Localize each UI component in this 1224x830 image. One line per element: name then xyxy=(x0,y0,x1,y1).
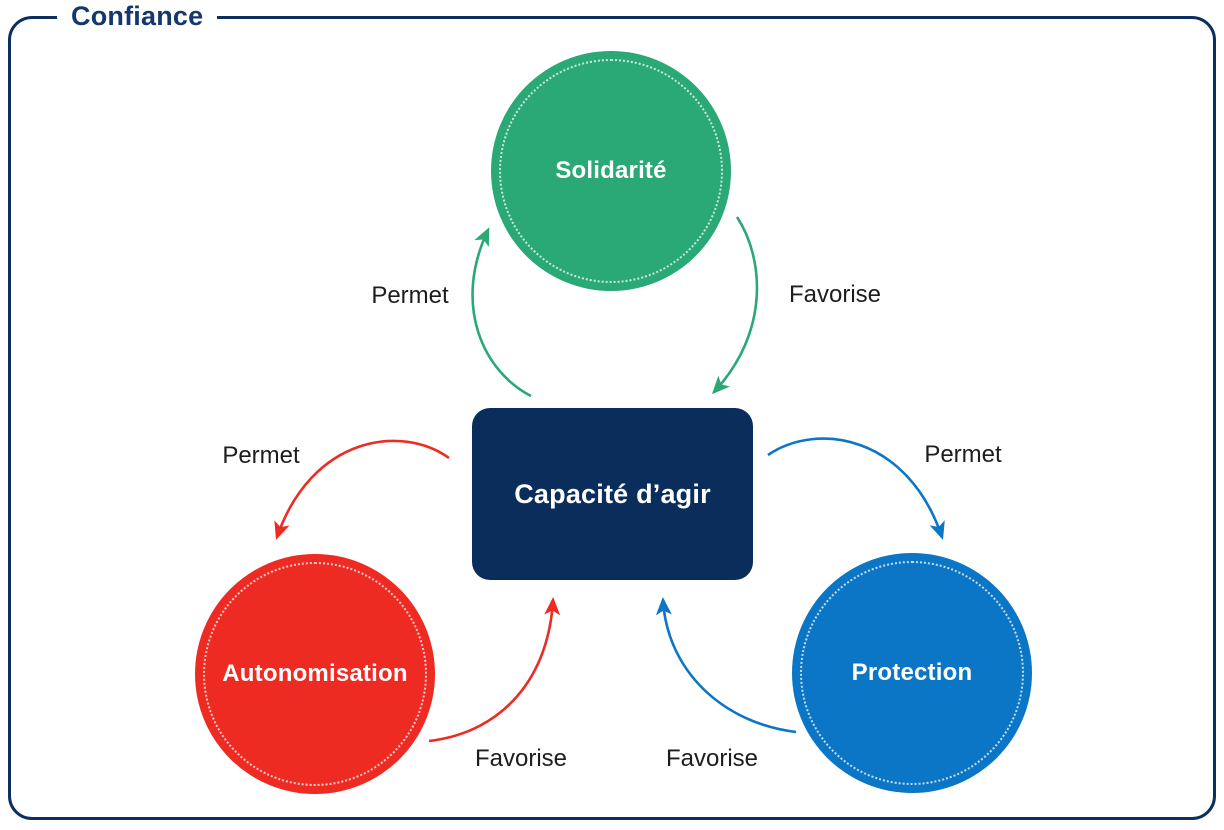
edge-label-permet-autonomisation: Permet xyxy=(222,442,300,469)
node-autonomisation: Autonomisation xyxy=(195,554,435,794)
node-autonomisation-label: Autonomisation xyxy=(222,660,408,687)
arrow-solidarite-to-capacite xyxy=(711,216,759,395)
diagram-title: Confiance xyxy=(57,0,218,33)
arrow-autonomisation-to-capacite xyxy=(428,597,561,743)
node-solidarite: Solidarité xyxy=(491,51,731,291)
node-solidarite-label: Solidarité xyxy=(555,157,667,184)
node-protection-label: Protection xyxy=(851,659,973,686)
arrow-capacite-to-solidarite xyxy=(471,227,532,398)
confiance-frame xyxy=(8,16,1216,820)
arrow-capacite-to-protection xyxy=(767,437,945,540)
edge-label-favorise-protection: Favorise xyxy=(665,745,759,772)
edge-label-permet-protection: Permet xyxy=(924,441,1002,468)
edge-label-favorise-autonomisation: Favorise xyxy=(474,745,568,772)
arrow-capacite-to-autonomisation xyxy=(274,439,450,540)
arrow-protection-to-capacite xyxy=(655,597,797,734)
node-protection: Protection xyxy=(792,553,1032,793)
node-capacite-dagir-label: Capacité d’agir xyxy=(514,478,711,509)
edge-label-permet-solidarite: Permet xyxy=(371,282,449,309)
node-capacite-dagir: Capacité d’agir xyxy=(472,408,753,580)
edge-label-favorise-solidarite: Favorise xyxy=(788,281,882,308)
